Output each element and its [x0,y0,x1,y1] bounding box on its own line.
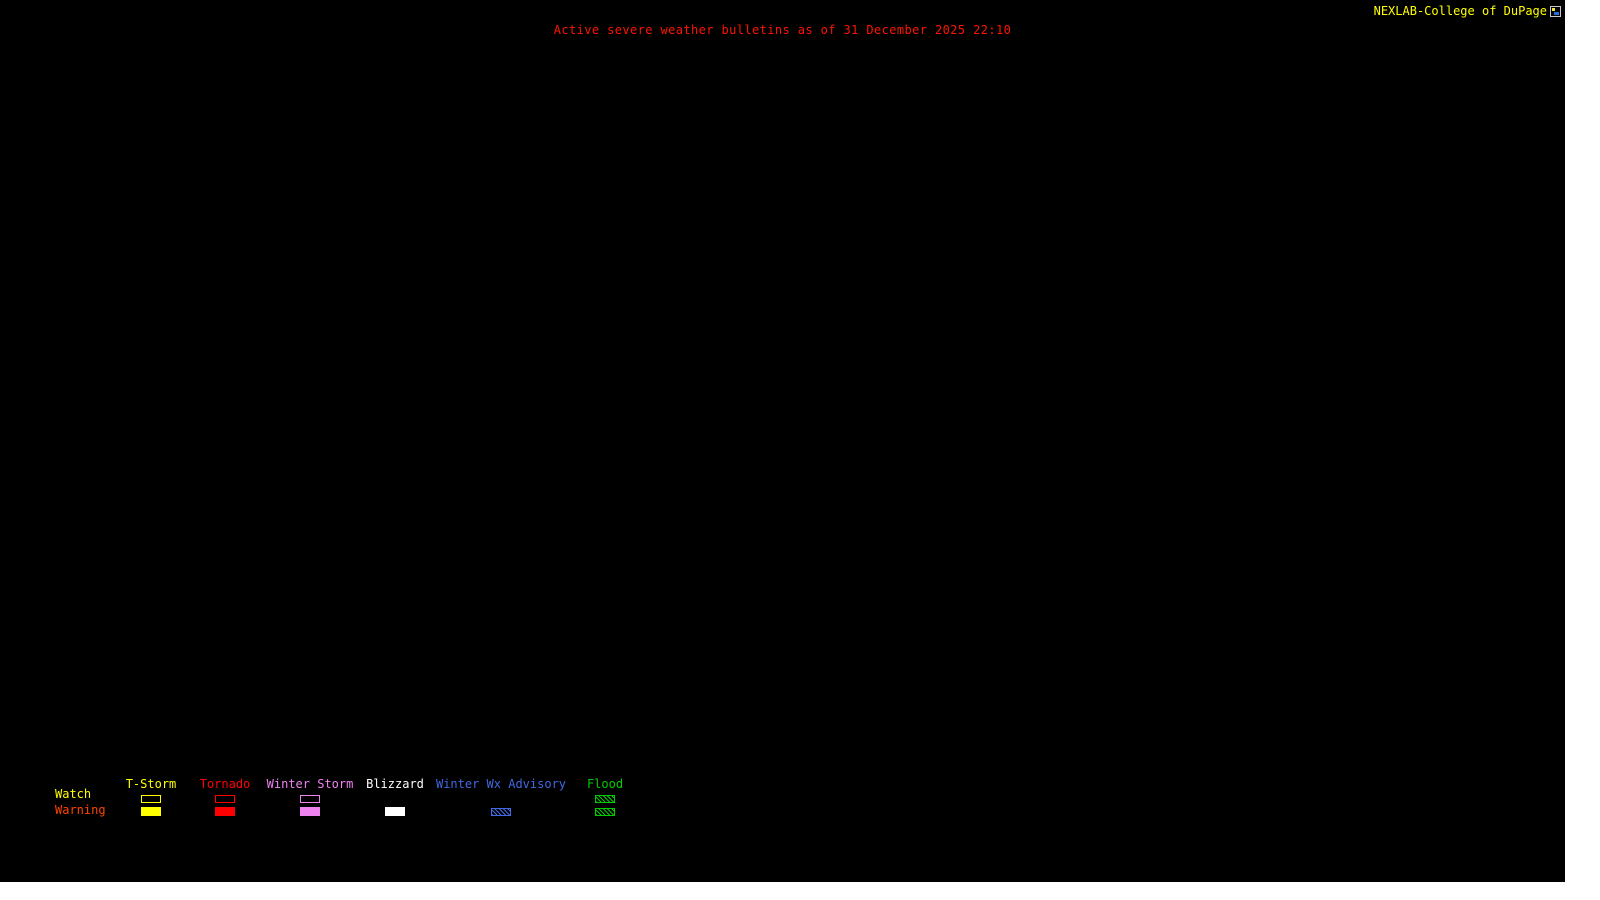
blizzard-watch-slot [357,792,433,805]
winter-wx-advisory-warning-swatch [491,807,511,816]
flood-watch-slot [567,792,643,805]
legend-col-flood-label: Flood [586,777,624,791]
legend-col-flood: Flood [567,777,643,818]
tornado-warning-slot [187,805,263,818]
tstorm-watch-swatch [141,794,161,803]
legend-col-tstorm: T-Storm [114,777,188,818]
tornado-warning-swatch [215,807,235,816]
legend-col-winter-wx-advisory: Winter Wx Advisory [430,777,572,818]
winter-storm-watch-swatch [300,794,320,803]
legend-col-tornado: Tornado [187,777,263,818]
flood-warning-swatch [595,807,615,816]
winter-storm-warning-swatch [300,807,320,816]
tornado-watch-swatch [215,794,235,803]
flood-watch-swatch [595,794,615,803]
tornado-watch-slot [187,792,263,805]
legend-col-tstorm-label: T-Storm [125,777,177,791]
tstorm-warning-swatch [141,807,161,816]
flood-warning-slot [567,805,643,818]
winter-storm-warning-slot [262,805,358,818]
winter-storm-watch-slot [262,792,358,805]
brand-text: NEXLAB-College of DuPage [1373,4,1547,18]
winter-wx-advisory-warning-slot [430,805,572,818]
legend-col-winter-storm-label: Winter Storm [266,777,354,791]
legend-col-blizzard-label: Blizzard [366,777,424,791]
tstorm-watch-slot [114,792,188,805]
legend-col-tornado-label: Tornado [199,777,251,791]
warning-legend: Watch Warning T-Storm Tornado Winter Sto… [55,777,643,818]
blizzard-warning-slot [357,805,433,818]
legend-col-winter-wx-advisory-label: Winter Wx Advisory [435,777,567,791]
legend-col-blizzard: Blizzard [357,777,433,818]
legend-col-winter-storm: Winter Storm [262,777,358,818]
weather-warning-map: Active severe weather bulletins as of 31… [0,0,1565,882]
brand: NEXLAB-College of DuPage [1374,4,1561,18]
legend-row-watch-label: Watch [55,787,92,801]
bulletin-title: Active severe weather bulletins as of 31… [553,23,1012,37]
legend-row-warning-label: Warning [55,803,106,817]
blizzard-warning-swatch [385,807,405,816]
winter-wx-advisory-watch-slot [430,792,572,805]
tstorm-warning-slot [114,805,188,818]
broken-image-icon [1550,5,1561,17]
